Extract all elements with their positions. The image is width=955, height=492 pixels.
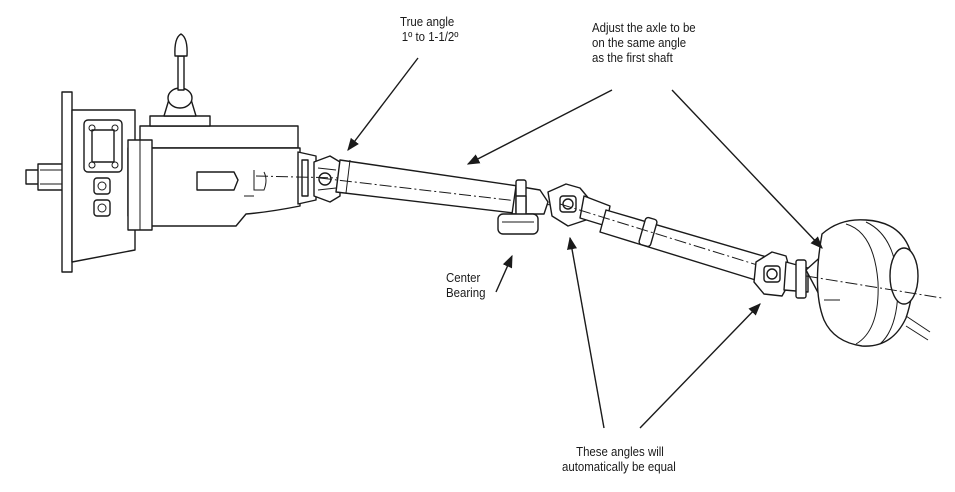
label-angles-equal-line2: automatically be equal: [562, 459, 676, 474]
label-angles-equal-line1: These angles will: [576, 444, 664, 459]
rear-axle: [805, 219, 943, 347]
leader-arrows: [347, 57, 823, 429]
middle-u-joint: [547, 183, 611, 227]
label-adjust-axle-line3: as the first shaft: [592, 50, 673, 65]
label-angles-equal: These angles will automatically be equal: [562, 444, 676, 474]
arrow-angle-front: [567, 236, 605, 429]
arrow-adjust-axle: [671, 89, 823, 249]
label-center-bearing: Center Bearing: [446, 270, 485, 300]
center-bearing: [497, 195, 539, 235]
label-true-angle-line2: 1º to 1-1/2º: [401, 29, 459, 44]
label-center-bearing-line2: Bearing: [446, 285, 486, 300]
label-center-bearing-line1: Center: [446, 270, 481, 285]
arrow-center-bearing: [495, 254, 513, 293]
arrow-true-angle: [347, 57, 419, 152]
label-adjust-axle-line2: on the same angle: [592, 35, 687, 50]
transmission: [25, 33, 341, 273]
label-true-angle-line1: True angle: [400, 14, 455, 29]
arrow-angle-rear: [639, 303, 761, 429]
arrow-adjust-shaft: [466, 89, 613, 165]
label-adjust-axle-line1: Adjust the axle to be: [592, 20, 696, 35]
rear-u-joint: [753, 251, 809, 299]
label-true-angle: True angle 1º to 1-1/2º: [400, 14, 458, 44]
label-adjust-axle: Adjust the axle to be on the same angle …: [592, 20, 696, 65]
